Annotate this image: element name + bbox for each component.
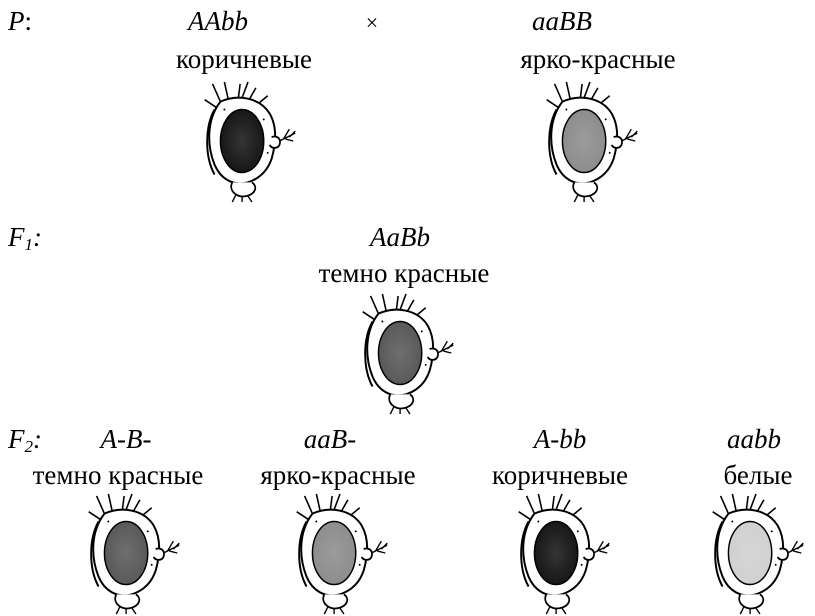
f1-phenotype: темно красные [319, 258, 490, 288]
cross-symbol: × [366, 8, 378, 38]
f1-genotype: AaBb [370, 222, 430, 252]
f2-genotype-4: aabb [727, 424, 781, 454]
fly-head-white-eye [706, 492, 806, 616]
f2-genotype-3: A-bb [534, 424, 586, 454]
f2-phenotype-1: темно красные [33, 460, 204, 490]
fly-head-bright-red-eye [290, 492, 390, 616]
f2-genotype-1: A-B- [101, 424, 152, 454]
parent-right-genotype: aaBB [532, 6, 592, 36]
fly-head-dark-red-eye [356, 292, 456, 416]
fly-head-dark-red-eye [82, 492, 182, 616]
parent-left-genotype: AAbb [188, 6, 248, 36]
fly-head-bright-red-eye [540, 80, 640, 204]
f2-phenotype-2: ярко-красные [260, 460, 415, 490]
f2-genotype-2: aaB- [304, 424, 356, 454]
compound-eye [534, 522, 577, 585]
compound-eye [220, 110, 263, 173]
compound-eye [728, 522, 771, 585]
fly-head-brown-eye [198, 80, 298, 204]
compound-eye [312, 522, 355, 585]
parent-right-phenotype: ярко-красные [520, 44, 675, 74]
compound-eye [562, 110, 605, 173]
parent-left-phenotype: коричневые [176, 44, 312, 74]
fly-head-brown-eye [512, 492, 612, 616]
f2-phenotype-3: коричневые [492, 460, 628, 490]
parents-label: P: [8, 6, 32, 36]
compound-eye [104, 522, 147, 585]
f2-phenotype-4: белые [724, 460, 793, 490]
compound-eye [378, 322, 421, 385]
f2-label: F2: [8, 424, 42, 462]
f1-label: F1: [8, 222, 42, 260]
